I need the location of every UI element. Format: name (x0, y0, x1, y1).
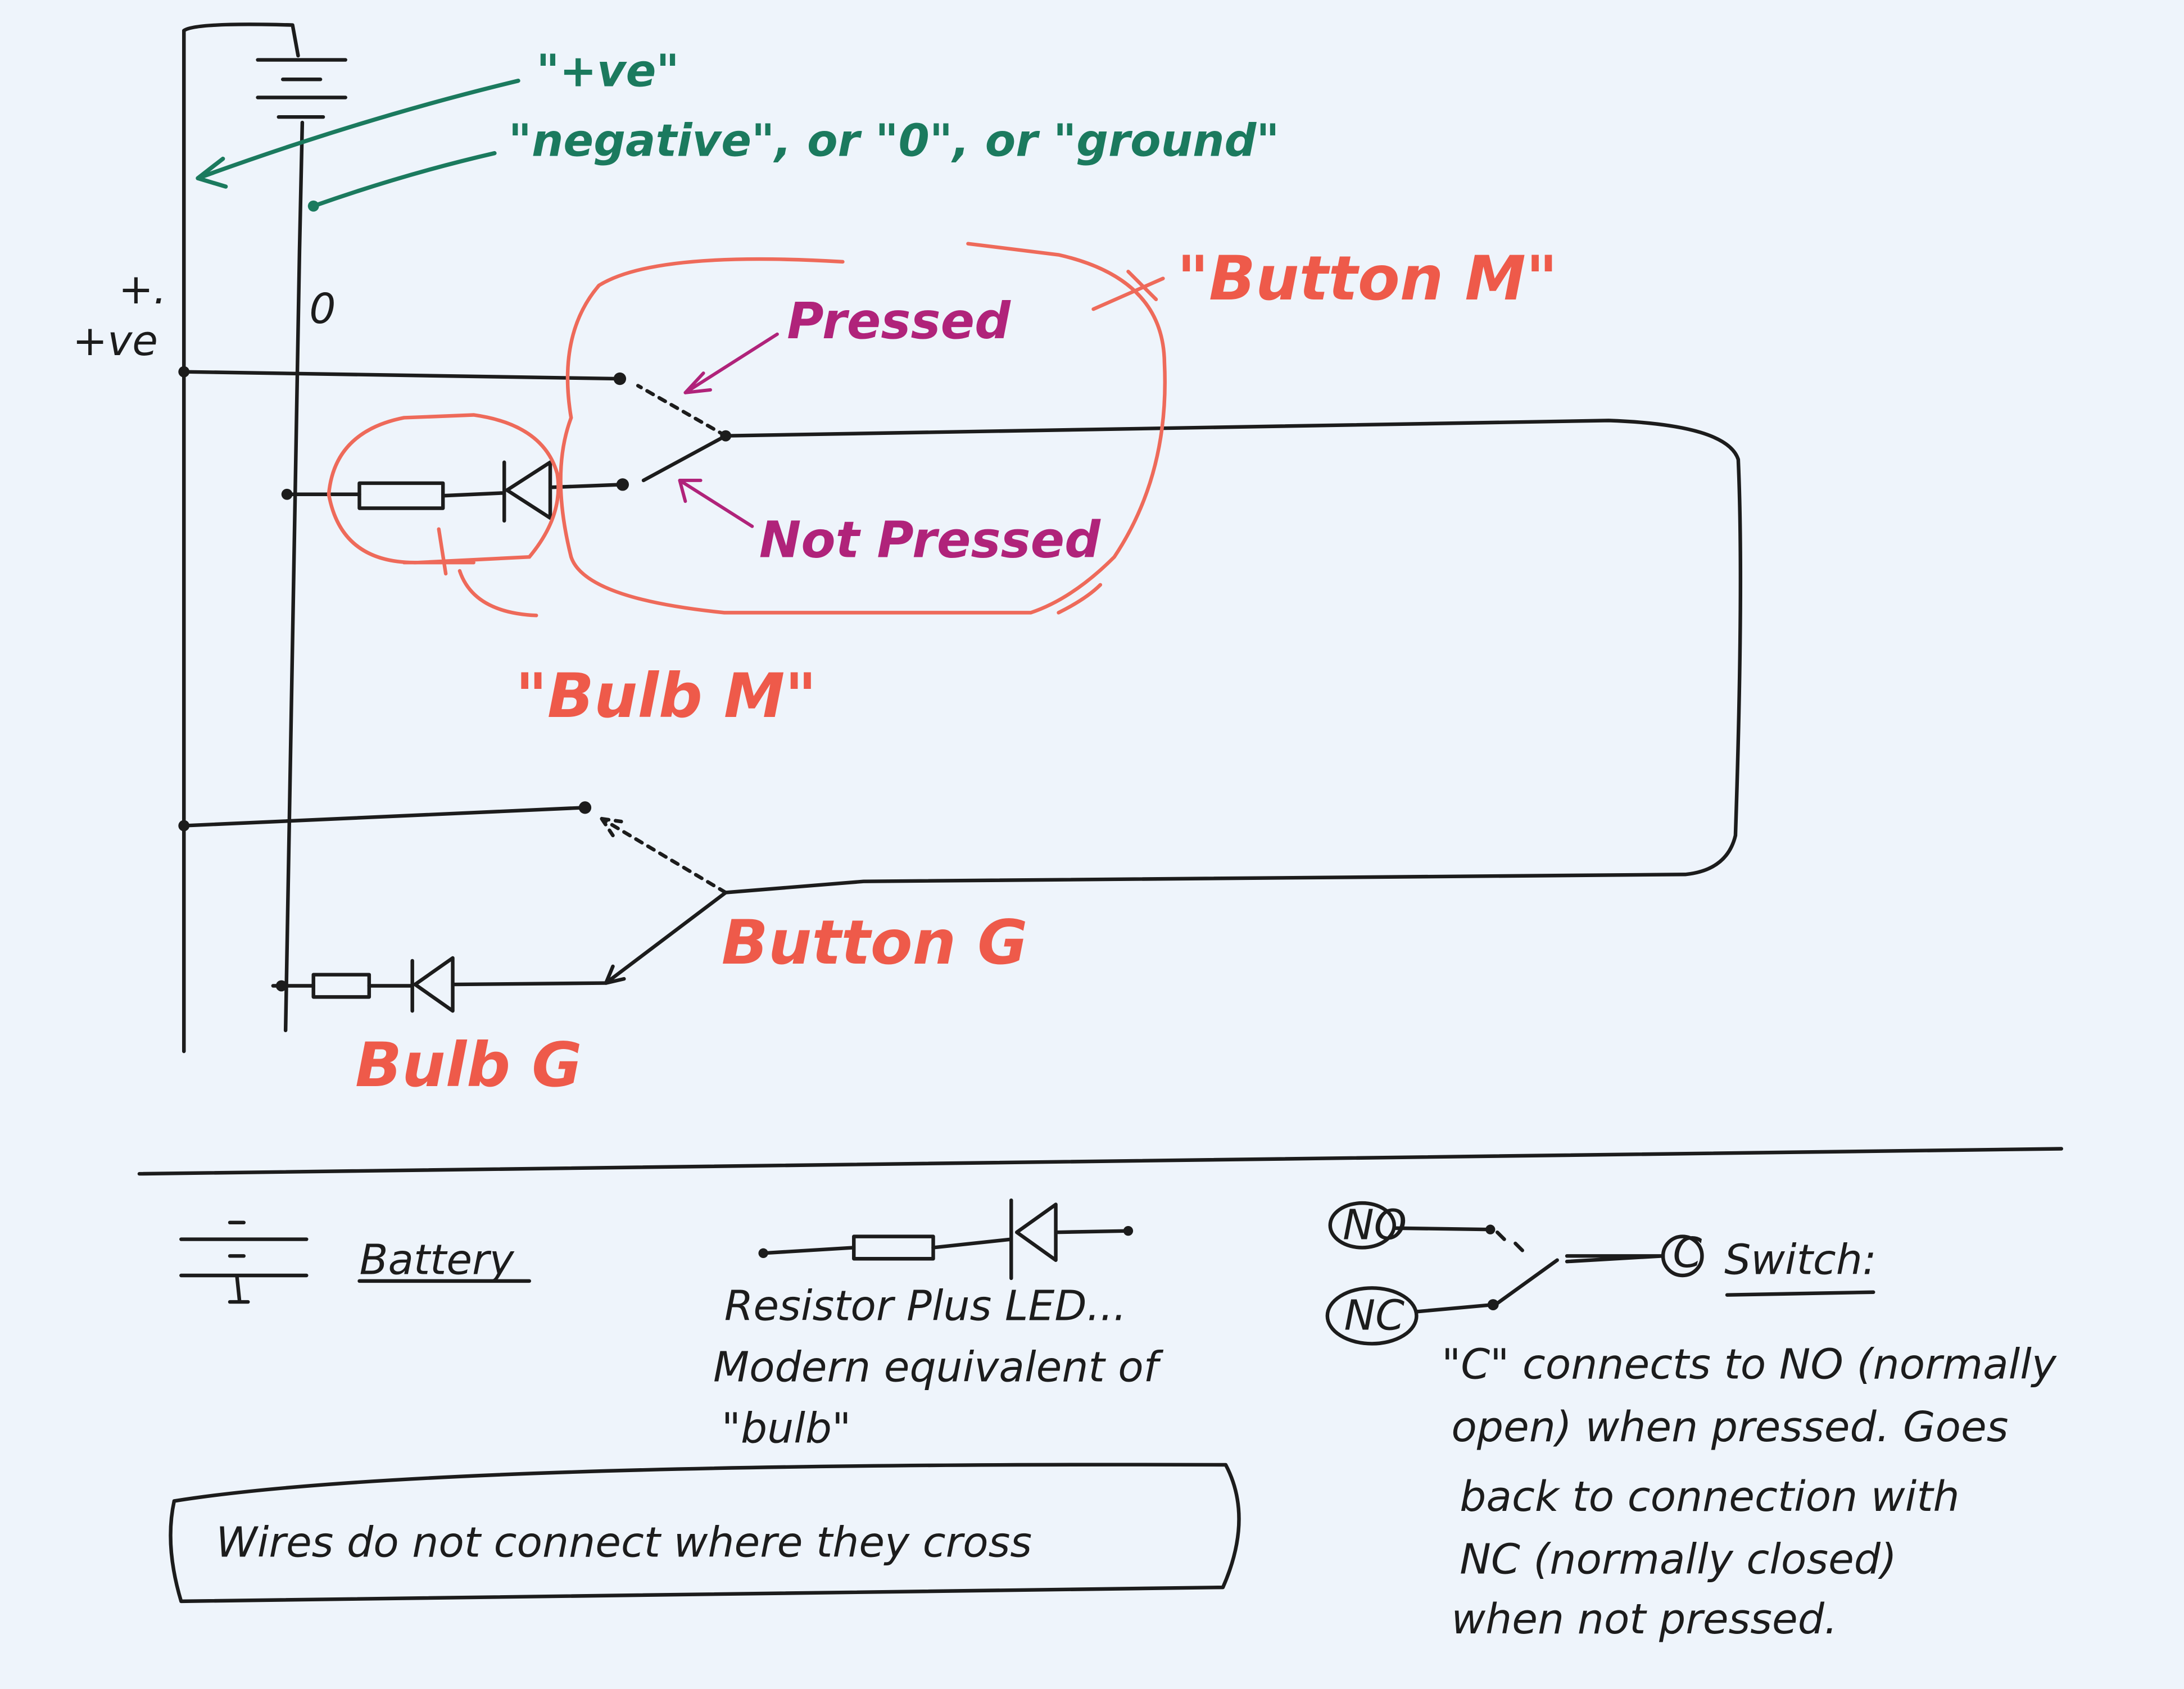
legend-resistor-led-symbol (758, 1198, 1134, 1281)
not-pressed-arrow (678, 478, 754, 528)
negative-annotation: "negative", or "0", or "ground" (509, 115, 1280, 167)
legend-c-label: C (1673, 1228, 1702, 1277)
switch-desc-line: "C" connects to NO (normally (1442, 1340, 2057, 1388)
legend-resistor-line2: Modern equivalent of (713, 1342, 1164, 1391)
legend-resistor-line3: "bulb" (722, 1404, 851, 1452)
button-m-label: "Button M" (1177, 243, 1557, 314)
negative-arrow (311, 151, 497, 208)
button-g-switch (178, 801, 728, 985)
legend-resistor-line1: Resistor Plus LED... (724, 1281, 1127, 1330)
plus-ve-label: +ve (73, 316, 158, 365)
not-pressed-label: Not Pressed (759, 511, 1101, 569)
legend-no-label: NO (1343, 1201, 1407, 1250)
positive-arrow (196, 79, 520, 189)
zero-label: 0 (309, 284, 336, 333)
switch-desc-line: back to connection with (1460, 1472, 1959, 1521)
plus-mark: +. (119, 265, 167, 314)
button-m-switch (178, 366, 1743, 895)
pressed-arrow (683, 332, 779, 394)
pressed-label: Pressed (787, 292, 1011, 351)
wires-note-box (169, 1463, 1241, 1604)
negative-rail (283, 120, 305, 1033)
bulb-m-outline (327, 413, 560, 618)
legend-nc-label: NC (1344, 1291, 1405, 1340)
wires-note: Wires do not connect where they cross (216, 1518, 1032, 1567)
positive-annotation: "+ve" (536, 45, 679, 97)
legend-switch-symbol (1325, 1201, 1704, 1346)
bulb-m-symbol (281, 460, 625, 523)
switch-desc-line: when not pressed. (1451, 1595, 1837, 1643)
button-g-label: Button G (722, 907, 1028, 978)
bulb-m-label: "Bulb M" (515, 660, 817, 732)
bulb-g-label: Bulb G (355, 1029, 582, 1101)
legend-battery-label: Battery (359, 1236, 514, 1284)
bulb-g-symbol (271, 956, 608, 1013)
battery-symbol (182, 22, 347, 1054)
button-m-outline (559, 242, 1167, 615)
legend-battery-symbol (179, 1220, 309, 1304)
divider-line (137, 1147, 2064, 1176)
switch-desc-line: NC (normally closed) (1460, 1534, 1897, 1583)
legend-switch-title: Switch: (1724, 1236, 1877, 1284)
switch-desc-line: open) when pressed. Goes (1451, 1402, 2008, 1451)
